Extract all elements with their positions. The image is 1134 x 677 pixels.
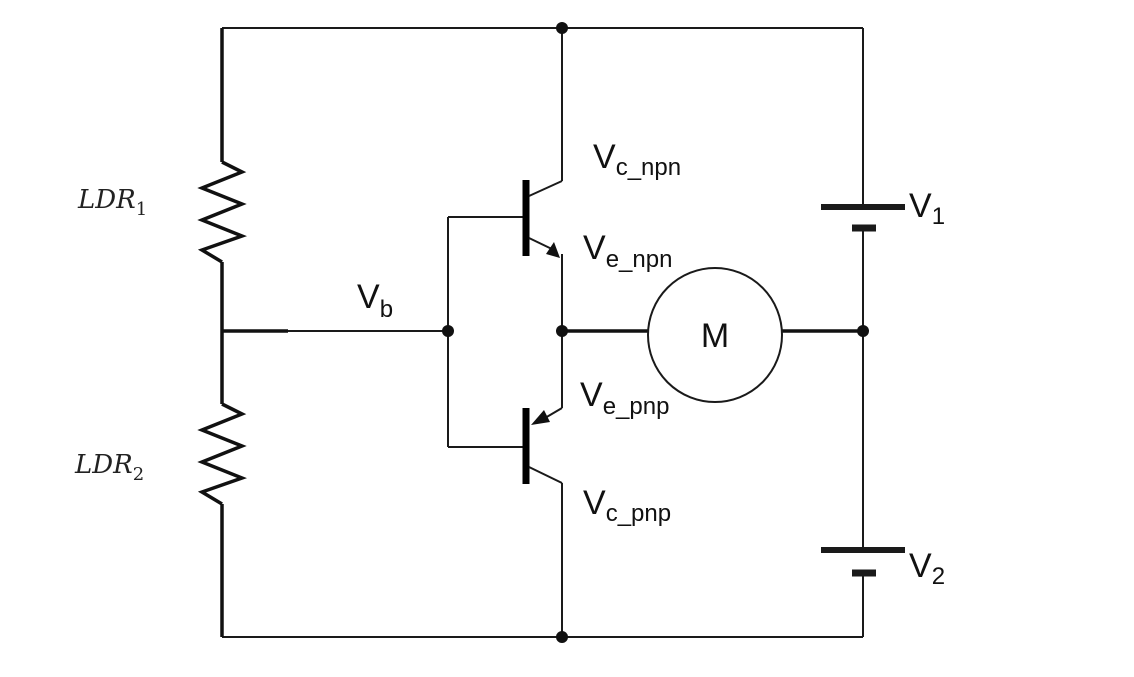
ve-pnp-label: Ve_pnp xyxy=(580,376,669,420)
ldr1-resistor xyxy=(197,160,247,264)
junction-base xyxy=(442,325,454,337)
v2-label: V2 xyxy=(909,547,945,590)
vc-pnp-label: Vc_pnp xyxy=(583,484,671,527)
ve-npn-label: Ve_npn xyxy=(583,229,672,273)
ldr1-label: LDR1 xyxy=(77,185,147,220)
pnp-transistor xyxy=(522,331,563,637)
junction-bottom xyxy=(556,631,568,643)
motor-label: M xyxy=(701,317,729,355)
vc-npn-label: Vc_npn xyxy=(593,138,681,181)
junction-emitter xyxy=(556,325,568,337)
motor: M xyxy=(647,267,783,403)
v1-label: V1 xyxy=(909,187,945,230)
ldr2-label: LDR2 xyxy=(74,450,144,485)
battery-v1 xyxy=(821,204,905,232)
ldr2-resistor xyxy=(197,402,247,506)
junction-top xyxy=(556,22,568,34)
wire-base-line xyxy=(222,216,524,448)
junction-right xyxy=(857,325,869,337)
battery-v2 xyxy=(821,547,905,577)
vb-label: Vb xyxy=(357,278,393,323)
npn-transistor xyxy=(522,28,563,331)
